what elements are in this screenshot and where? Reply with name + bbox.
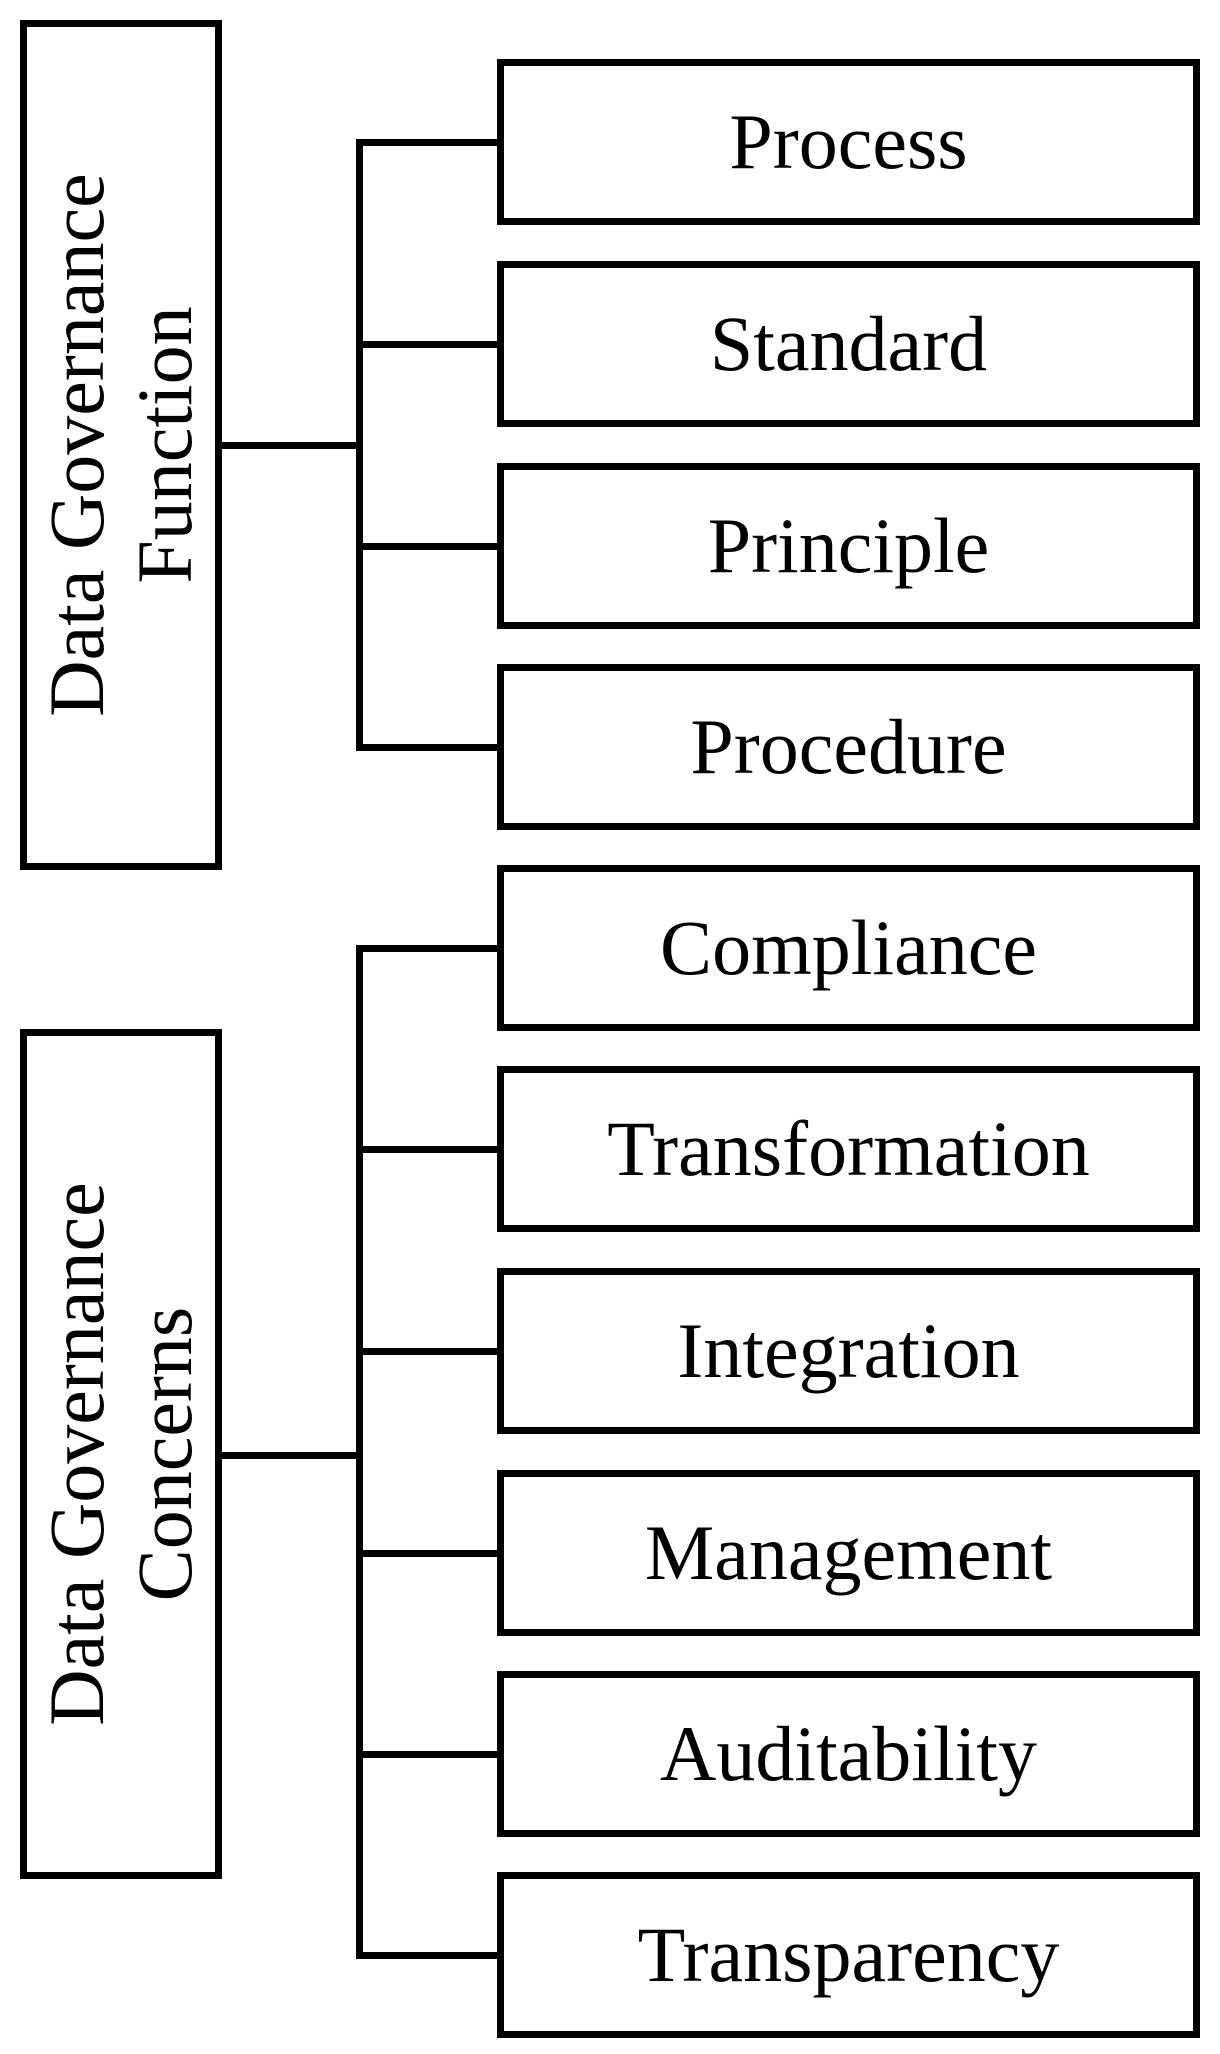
label-compliance: Compliance xyxy=(660,904,1037,991)
root-label-function: Data Governance Function xyxy=(33,173,209,717)
connector-branch-transparency xyxy=(356,1952,497,1959)
connector-branch-process xyxy=(356,139,497,146)
root-box-function: Data Governance Function xyxy=(20,20,222,870)
connector-branch-management xyxy=(356,1550,497,1557)
connector-branch-standard xyxy=(356,341,497,348)
root-box-concerns: Data Governance Concerns xyxy=(20,1029,222,1879)
box-management: Management xyxy=(497,1470,1200,1636)
box-integration: Integration xyxy=(497,1268,1200,1434)
connector-branch-auditability xyxy=(356,1751,497,1758)
label-process: Process xyxy=(729,98,968,185)
root-label-concerns-line2: Concerns xyxy=(121,1306,208,1602)
box-procedure: Procedure xyxy=(497,664,1200,830)
box-process: Process xyxy=(497,59,1200,225)
connector-branch-transformation xyxy=(356,1146,497,1153)
root-label-function-line2: Function xyxy=(121,306,208,584)
label-transformation: Transformation xyxy=(607,1105,1090,1192)
connector-root-concerns xyxy=(222,1452,356,1459)
box-transparency: Transparency xyxy=(497,1872,1200,2038)
box-auditability: Auditability xyxy=(497,1671,1200,1837)
root-label-concerns-line1: Data Governance xyxy=(33,1182,120,1726)
box-principle: Principle xyxy=(497,463,1200,629)
box-standard: Standard xyxy=(497,261,1200,427)
connector-branch-integration xyxy=(356,1348,497,1355)
root-label-concerns: Data Governance Concerns xyxy=(33,1182,209,1726)
label-procedure: Procedure xyxy=(690,703,1007,790)
connector-trunk-concerns xyxy=(356,945,363,1959)
connector-root-function xyxy=(222,442,356,449)
connector-branch-compliance xyxy=(356,945,497,952)
label-principle: Principle xyxy=(707,502,990,589)
label-auditability: Auditability xyxy=(660,1710,1037,1797)
root-label-function-line1: Data Governance xyxy=(33,173,120,717)
box-transformation: Transformation xyxy=(497,1066,1200,1232)
label-standard: Standard xyxy=(709,300,988,387)
label-integration: Integration xyxy=(677,1307,1020,1394)
label-transparency: Transparency xyxy=(637,1911,1060,1998)
label-management: Management xyxy=(644,1509,1053,1596)
connector-branch-principle xyxy=(356,543,497,550)
connector-trunk-function xyxy=(356,139,363,751)
box-compliance: Compliance xyxy=(497,865,1200,1031)
connector-branch-procedure xyxy=(356,744,497,751)
